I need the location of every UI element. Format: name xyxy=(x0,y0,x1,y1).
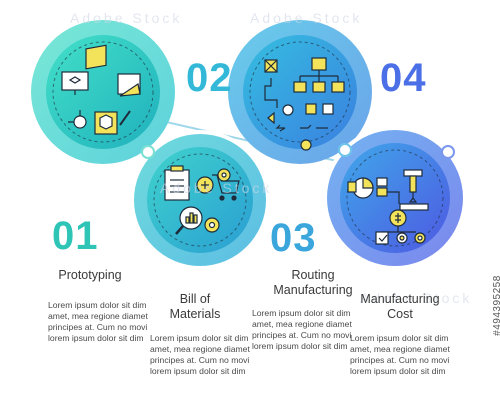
step-4-description: Lorem ipsum dolor sit dim amet, mea regi… xyxy=(350,333,450,376)
connector-dot xyxy=(141,145,155,159)
step-2-description: Lorem ipsum dolor sit dim amet, mea regi… xyxy=(150,333,250,376)
cost-analysis-icon xyxy=(347,169,429,245)
connector-dot xyxy=(441,145,455,159)
step-1-number: 01 xyxy=(52,214,99,258)
step-2-number: 02 xyxy=(186,56,233,100)
design-tools-icon xyxy=(61,44,141,135)
step-4-title: Manufacturing Cost xyxy=(360,292,440,321)
step-1-circle xyxy=(31,20,175,164)
step-3-description: Lorem ipsum dolor sit dim amet, mea regi… xyxy=(252,308,352,351)
step-3-title: Routing Manufacturing xyxy=(273,268,353,297)
step-1-title: Prototyping xyxy=(58,268,122,282)
step-1-description: Lorem ipsum dolor sit dim amet, mea regi… xyxy=(48,300,148,343)
stock-id: #494395258 xyxy=(492,275,500,336)
step-2-circle xyxy=(130,130,270,270)
step-4-circle xyxy=(323,126,467,270)
checklist-cart-icon xyxy=(164,165,240,235)
step-2-title: Bill of Materials xyxy=(169,292,221,321)
step-3-number: 03 xyxy=(270,216,317,260)
step-4-number: 04 xyxy=(380,56,427,100)
flowchart-icon xyxy=(264,57,345,151)
connector-dot xyxy=(338,143,352,157)
